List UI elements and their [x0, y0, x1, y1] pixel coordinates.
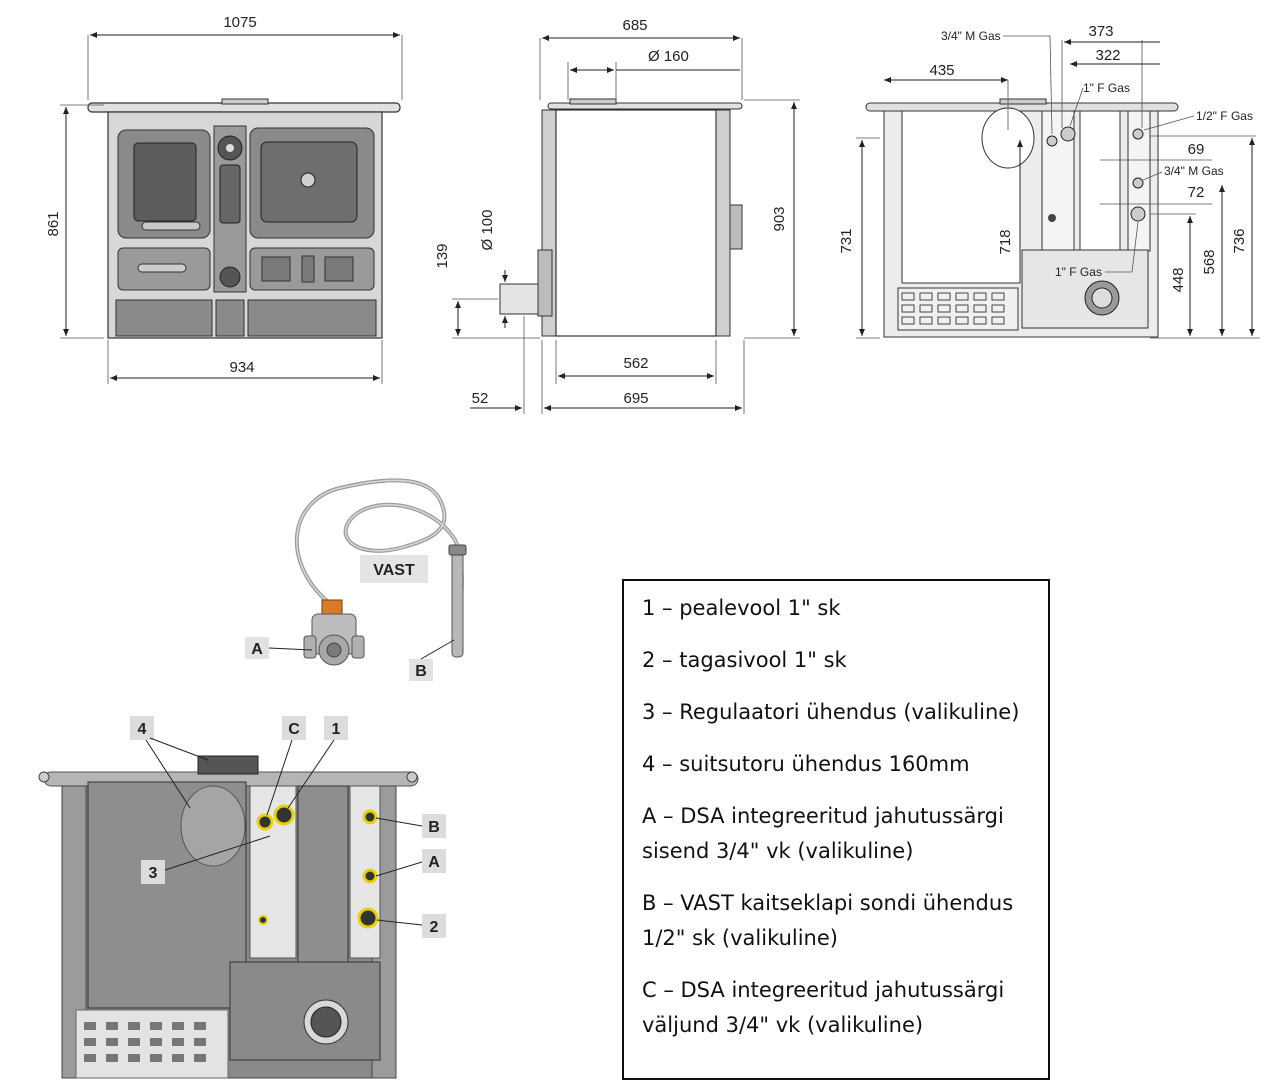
connector-a	[362, 868, 378, 884]
legend-item-b: B – VAST kaitseklapi sondi ühendus 1/2" …	[642, 891, 1014, 950]
dim-rear-568: 568	[1201, 249, 1218, 274]
connector-c	[256, 813, 274, 831]
legend-box: 1 – pealevool 1" sk 2 – tagasivool 1" sk…	[622, 579, 1050, 1080]
label-f-gas-half: 1/2" F Gas	[1196, 109, 1253, 123]
dim-rear-731: 731	[838, 228, 855, 253]
connector-2	[357, 907, 379, 929]
vast-valve-illustration: VAST A B	[245, 478, 467, 681]
callout-2: 2	[430, 919, 439, 936]
label-f-gas-1: 1" F Gas	[1083, 81, 1130, 95]
label-f-gas-bottom: 1" F Gas	[1055, 265, 1102, 279]
side-view: 685 Ø 160 903 562 52 695 139 Ø 100	[434, 17, 800, 414]
dim-side-depth-total: 695	[623, 390, 648, 407]
callout-b: B	[428, 819, 440, 836]
dim-front-width-bottom: 934	[229, 359, 254, 376]
connector-b	[362, 809, 378, 825]
dim-front-height: 861	[45, 211, 62, 236]
dim-side-offset: 52	[472, 390, 489, 407]
label-m-gas-mid: 3/4" M Gas	[1164, 164, 1224, 178]
callout-3: 3	[149, 865, 158, 882]
rear-view-drawing: 373 322 435 731 718 69 72 448 568 736 3/…	[838, 23, 1260, 339]
valve-label-b: B	[415, 663, 427, 680]
dim-rear-736: 736	[1231, 228, 1248, 253]
dim-rear-718: 718	[997, 229, 1014, 254]
dim-rear-373: 373	[1088, 23, 1113, 40]
legend-item-c: C – DSA integreeritud jahutussärgi välju…	[642, 978, 1005, 1037]
dim-front-width-top: 1075	[223, 14, 256, 31]
dim-rear-322: 322	[1095, 47, 1120, 64]
dim-air-inlet-diameter: Ø 100	[479, 210, 496, 251]
legend-item-1: 1 – pealevool 1" sk	[642, 596, 841, 620]
dim-rear-69: 69	[1188, 141, 1205, 158]
callout-a: A	[428, 854, 440, 871]
legend-item-a: A – DSA integreeritud jahutussärgi sisen…	[642, 804, 1004, 863]
dim-rear-72: 72	[1188, 184, 1205, 201]
dim-air-inlet-height: 139	[434, 243, 451, 268]
dim-side-depth-base: 562	[623, 355, 648, 372]
label-m-gas-top: 3/4" M Gas	[941, 29, 1001, 43]
legend-item-2: 2 – tagasivool 1" sk	[642, 648, 847, 672]
dim-side-depth-top: 685	[622, 17, 647, 34]
valve-label-a: A	[251, 641, 263, 658]
callout-4: 4	[138, 721, 147, 738]
valve-title: VAST	[373, 562, 415, 579]
legend-item-3: 3 – Regulaatori ühendus (valikuline)	[642, 700, 1020, 724]
rear-view-photo: 4 C 1 3 B A 2	[38, 716, 446, 1079]
legend-item-4: 4 – suitsutoru ühendus 160mm	[642, 752, 970, 776]
callout-1: 1	[332, 721, 341, 738]
connector-3-small	[258, 915, 268, 925]
dim-side-height: 903	[771, 206, 788, 231]
connector-1	[273, 804, 295, 826]
dim-rear-448: 448	[1170, 267, 1187, 292]
dim-rear-435: 435	[929, 62, 954, 79]
callout-c: C	[288, 721, 300, 738]
dim-flue-diameter: Ø 160	[648, 48, 689, 65]
front-view: 1075 861 934	[45, 14, 403, 384]
